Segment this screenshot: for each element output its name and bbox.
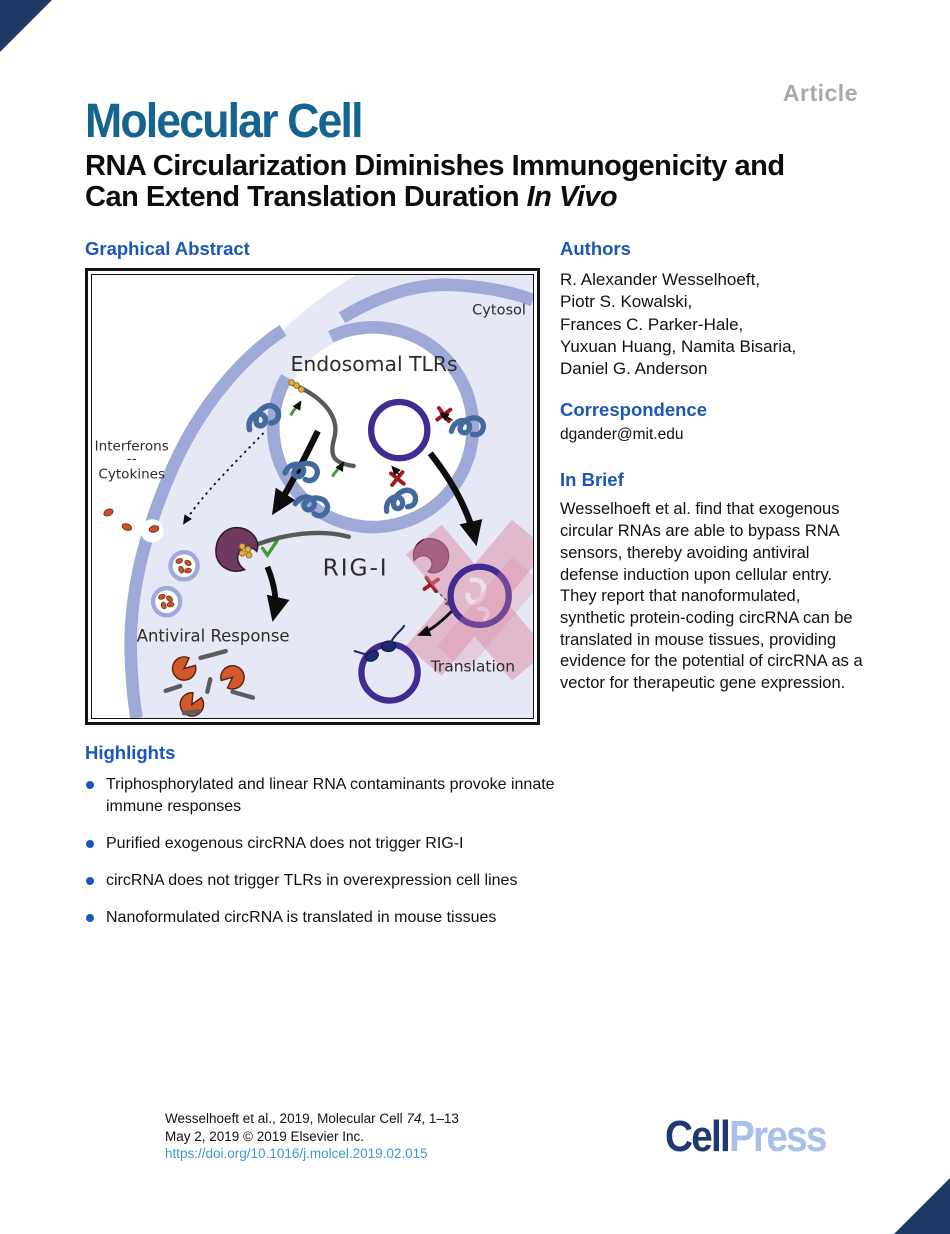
extracellular-space bbox=[92, 275, 356, 718]
info-column: Authors R. Alexander Wesselhoeft, Piotr … bbox=[560, 238, 868, 695]
translating-circrna bbox=[353, 624, 421, 704]
corner-decoration-top-left bbox=[0, 0, 52, 52]
arrow-to-translation bbox=[416, 610, 453, 637]
highlight-item: Triphosphorylated and linear RNA contami… bbox=[85, 774, 586, 818]
author-line: R. Alexander Wesselhoeft, bbox=[560, 270, 761, 289]
citation-line: Wesselhoeft et al., 2019, Molecular Cell… bbox=[165, 1111, 459, 1126]
copyright-line: May 2, 2019 © 2019 Elsevier Inc. bbox=[165, 1128, 365, 1144]
arrow-endosome-to-circrna bbox=[427, 451, 483, 547]
graphical-abstract-figure: Cytosol Endosomal TLRs Interferons -- Cy… bbox=[85, 268, 540, 725]
citation-footer: Wesselhoeft et al., 2019, Molecular Cell… bbox=[165, 1110, 459, 1163]
endosomal-tlrs-label: Endosomal TLRs bbox=[291, 352, 458, 376]
separator-label: -- bbox=[127, 451, 137, 467]
highlight-item: Purified exogenous circRNA does not trig… bbox=[85, 833, 586, 855]
author-line: Daniel G. Anderson bbox=[560, 359, 708, 379]
graphical-abstract-heading: Graphical Abstract bbox=[85, 238, 250, 259]
secretory-vesicles bbox=[150, 550, 200, 618]
in-brief-text: Wesselhoeft et al. find that exogenous c… bbox=[560, 500, 863, 693]
cellpress-logo: CellPress bbox=[665, 1112, 827, 1162]
antiviral-response-label: Antiviral Response bbox=[137, 626, 290, 645]
highlight-item: circRNA does not trigger TLRs in overexp… bbox=[85, 870, 586, 892]
activation-signals bbox=[260, 400, 345, 559]
title-line2-italic: In Vivo bbox=[526, 181, 618, 213]
graphical-abstract-illustration: Cytosol Endosomal TLRs Interferons -- Cy… bbox=[92, 275, 533, 718]
bullet-dot-icon bbox=[86, 877, 94, 885]
authors-heading: Authors bbox=[560, 238, 631, 259]
correspondence-email: dgander@mit.edu bbox=[560, 426, 684, 444]
corner-decoration-bottom-right bbox=[894, 1178, 950, 1234]
rigi-label: RIG-I bbox=[323, 555, 389, 582]
highlight-text: Purified exogenous circRNA does not trig… bbox=[106, 835, 464, 852]
highlights-section: Highlights Triphosphorylated and linear … bbox=[85, 742, 585, 944]
arrow-rigi-to-antiviral bbox=[264, 565, 290, 622]
bullet-dot-icon bbox=[86, 914, 94, 922]
graphical-abstract-frame: Cytosol Endosomal TLRs Interferons -- Cy… bbox=[91, 274, 534, 719]
author-line: Frances C. Parker-Hale, bbox=[560, 314, 744, 334]
cytokines-label: Cytokines bbox=[98, 467, 165, 483]
translation-label: Translation bbox=[430, 657, 515, 675]
highlight-item: Nanoformulated circRNA is translated in … bbox=[85, 907, 586, 929]
paper-title: RNA Circularization Diminishes Immunogen… bbox=[85, 151, 880, 213]
banner-marks bbox=[465, 577, 490, 622]
author-line: Piotr S. Kowalski, bbox=[560, 292, 693, 312]
highlight-text: Triphosphorylated and linear RNA contami… bbox=[106, 776, 555, 815]
bullet-dot-icon bbox=[86, 840, 94, 848]
author-line: Yuxuan Huang, Namita Bisaria, bbox=[560, 336, 797, 356]
interferons-label: Interferons bbox=[95, 438, 169, 454]
highlights-list: Triphosphorylated and linear RNA contami… bbox=[85, 774, 585, 929]
highlight-text: Nanoformulated circRNA is translated in … bbox=[106, 909, 497, 926]
membrane-crescent bbox=[338, 278, 533, 324]
in-brief-heading: In Brief bbox=[560, 469, 624, 491]
circrna-cytosol bbox=[447, 563, 512, 629]
cytosol-label: Cytosol bbox=[472, 303, 526, 319]
cellpress-logo-press: Press bbox=[728, 1112, 827, 1161]
correspondence-heading: Correspondence bbox=[560, 399, 708, 421]
rigi-protein-active bbox=[215, 526, 352, 572]
title-line1: RNA Circularization Diminishes Immunogen… bbox=[85, 150, 785, 182]
bullet-dot-icon bbox=[86, 781, 94, 789]
doi-link[interactable]: https://doi.org/10.1016/j.molcel.2019.02… bbox=[165, 1146, 428, 1162]
title-line2: Can Extend Translation Duration bbox=[85, 181, 527, 213]
highlights-heading: Highlights bbox=[85, 742, 176, 763]
arrow-endosome-to-rigi bbox=[271, 429, 321, 516]
green-check-icon bbox=[260, 538, 279, 559]
highlight-text: circRNA does not trigger TLRs in overexp… bbox=[106, 872, 518, 889]
antiviral-effectors bbox=[163, 648, 256, 717]
circrna-endosome bbox=[367, 398, 431, 462]
article-type-label: Article bbox=[782, 80, 858, 106]
journal-logo: Molecular Cell bbox=[85, 95, 363, 148]
cellpress-logo-cell: Cell bbox=[665, 1112, 731, 1161]
authors-list: R. Alexander Wesselhoeft, Piotr S. Kowal… bbox=[560, 269, 868, 380]
citation-volume: 74 bbox=[406, 1111, 422, 1126]
pink-banner-overlap bbox=[437, 557, 533, 672]
cytokine-dots bbox=[103, 508, 160, 533]
triphosphate-beads bbox=[288, 379, 305, 393]
dotted-secretion-arrow bbox=[183, 432, 265, 525]
